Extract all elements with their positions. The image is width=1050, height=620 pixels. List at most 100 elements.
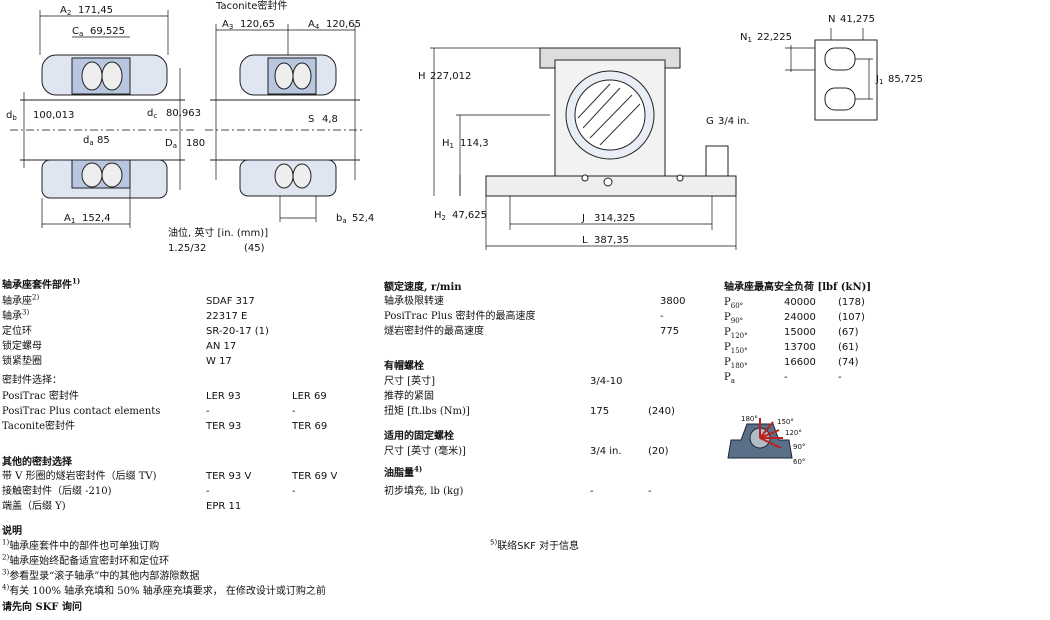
load-row-value-lbf: 15000: [784, 327, 816, 338]
svg-text:A1: A1: [64, 213, 75, 225]
speed-title: 额定速度, r/min: [384, 282, 462, 293]
fix-bolt-row-value-1: 3/4 in.: [590, 446, 622, 457]
note-item: 1)轴承座套件中的部件也可单独订购: [2, 538, 160, 552]
other-seal-row-label: 接触密封件（后缀 -210): [2, 486, 112, 497]
cap-bolt-row-value-1: 3/4-10: [590, 376, 623, 387]
dim-ca: 69,525: [90, 26, 125, 37]
svg-text:H: H: [418, 71, 426, 82]
load-row-value-lbf: 16600: [784, 357, 816, 368]
seal-title: 密封件选择：: [2, 375, 62, 386]
taconite-label: Taconite密封件: [215, 0, 287, 12]
angle-60: 60°: [793, 458, 805, 466]
dim-J: 314,325: [594, 213, 635, 224]
notes-title: 说明: [2, 526, 22, 537]
fix-bolt-row-label: 尺寸 [英寸 (毫米)]: [384, 446, 466, 457]
seal-row-label: Taconite密封件: [2, 421, 76, 432]
load-row-value-lbf: -: [784, 372, 788, 383]
foot-detail-drawing: N 41,275 N1 22,225 J1 85,725: [740, 14, 923, 121]
load-row-label: P60°: [724, 297, 744, 310]
cap-bolt-title: 有帽螺栓: [384, 361, 424, 372]
other-seal-row-label: 带 V 形圈的燧岩密封件（后缀 TV): [2, 471, 157, 482]
dim-J1: 85,725: [888, 74, 923, 85]
fix-bolt-title: 适用的固定螺栓: [384, 431, 454, 442]
load-row-value-kn: (61): [838, 342, 859, 353]
dim-ba: 52,4: [352, 213, 374, 224]
load-row-label: P120°: [724, 327, 748, 340]
kit-row-value: 22317 E: [206, 311, 248, 322]
fix-bolt-row-value-2: (20): [648, 446, 669, 457]
dim-H: 227,012: [430, 71, 471, 82]
note-item: 4)有关 100% 轴承充填和 50% 轴承座充填要求， 在修改设计或订购之前: [2, 583, 326, 597]
kit-row-value: AN 17: [206, 341, 237, 352]
dim-a2-label: A2: [60, 5, 71, 17]
grease-row-value-2: -: [648, 486, 652, 497]
note-item: 3)参看型录“滚子轴承”中的其他内部游隙数据: [2, 568, 200, 582]
dim-H1: 114,3: [460, 138, 489, 149]
other-seal-row-value-1: EPR 11: [206, 501, 242, 512]
angle-90: 90°: [793, 443, 805, 451]
cap-bolt-row-label: 扭矩 [ft.lbs (Nm)]: [384, 406, 470, 417]
kit-row-value: SR-20-17 (1): [206, 326, 269, 337]
load-row-label: P90°: [724, 312, 744, 325]
dim-N: 41,275: [840, 14, 875, 25]
section-view-drawing: A2 171,45 Ca 69,525 db 100,013 dc 80,963…: [6, 5, 205, 228]
dim-s: 4,8: [322, 114, 338, 125]
svg-text:S: S: [308, 114, 314, 125]
seal-row-value-2: TER 69: [292, 421, 328, 432]
kit-row-label: 锁紧垫圈: [2, 356, 42, 367]
dim-N1: 22,225: [757, 32, 792, 43]
dim-a4: 120,65: [326, 19, 361, 30]
load-row-value-kn: -: [838, 372, 842, 383]
other-seal-row-value-2: TER 69 V: [292, 471, 338, 482]
seal-row-value-1: TER 93: [206, 421, 242, 432]
svg-text:db: db: [6, 110, 17, 122]
other-seal-row-value-2: -: [292, 486, 296, 497]
seal-row-value-1: LER 93: [206, 391, 241, 402]
svg-text:H1: H1: [442, 138, 454, 150]
dim-a2: 171,45: [78, 5, 113, 16]
dim-L: 387,35: [594, 235, 629, 246]
dim-dc: 80,963: [166, 108, 201, 119]
svg-text:A3: A3: [222, 19, 233, 31]
kit-row-value: SDAF 317: [206, 296, 255, 307]
seal-row-value-1: -: [206, 406, 210, 417]
dim-H2: 47,625: [452, 210, 487, 221]
kit-title: 轴承座套件部件1): [2, 276, 81, 291]
svg-text:N1: N1: [740, 32, 752, 44]
svg-text:A4: A4: [308, 19, 320, 31]
svg-text:da: da: [83, 135, 94, 147]
speed-row-value: -: [660, 311, 664, 322]
max-load-title: 轴承座最高安全负荷 [lbf (kN)]: [724, 282, 872, 293]
cap-bolt-row-label: 推荐的紧固: [384, 391, 434, 402]
angle-120: 120°: [785, 429, 802, 437]
other-seal-row-label: 端盖（后缀 Y): [2, 501, 66, 512]
notes-footer: 请先向 SKF 询问: [2, 602, 82, 613]
other-seal-title: 其他的密封选择: [2, 457, 72, 468]
seal-row-value-2: LER 69: [292, 391, 327, 402]
load-row-value-kn: (67): [838, 327, 859, 338]
load-row-value-lbf: 13700: [784, 342, 816, 353]
oil-level-value: 1.25/32: [168, 243, 207, 254]
svg-text:J: J: [581, 213, 585, 224]
angle-150: 150°: [777, 418, 794, 426]
seal-row-label: PosiTrac 密封件: [2, 391, 79, 402]
dim-Da: 180: [186, 138, 205, 149]
load-row-value-kn: (178): [838, 297, 865, 308]
svg-text:G: G: [706, 116, 714, 127]
kit-row-label: 轴承座2): [2, 293, 40, 307]
svg-text:J1: J1: [875, 74, 883, 86]
svg-text:Ca: Ca: [72, 26, 83, 38]
svg-text:L: L: [582, 235, 588, 246]
seal-row-label: PosiTrac Plus contact elements: [2, 406, 161, 417]
svg-text:dc: dc: [147, 108, 157, 120]
dim-G: 3/4 in.: [718, 116, 750, 127]
kit-row-label: 锁定螺母: [2, 341, 42, 352]
svg-text:Da: Da: [165, 138, 177, 150]
speed-row-label: PosiTrac Plus 密封件的最高速度: [384, 311, 536, 322]
grease-row-label: 初步填充, lb (kg): [384, 486, 464, 497]
dim-da: 85: [97, 135, 110, 146]
angle-180: 180°: [741, 415, 758, 423]
dim-a1: 152,4: [82, 213, 111, 224]
cap-bolt-row-value-2: (240): [648, 406, 675, 417]
load-row-label: P150°: [724, 342, 748, 355]
